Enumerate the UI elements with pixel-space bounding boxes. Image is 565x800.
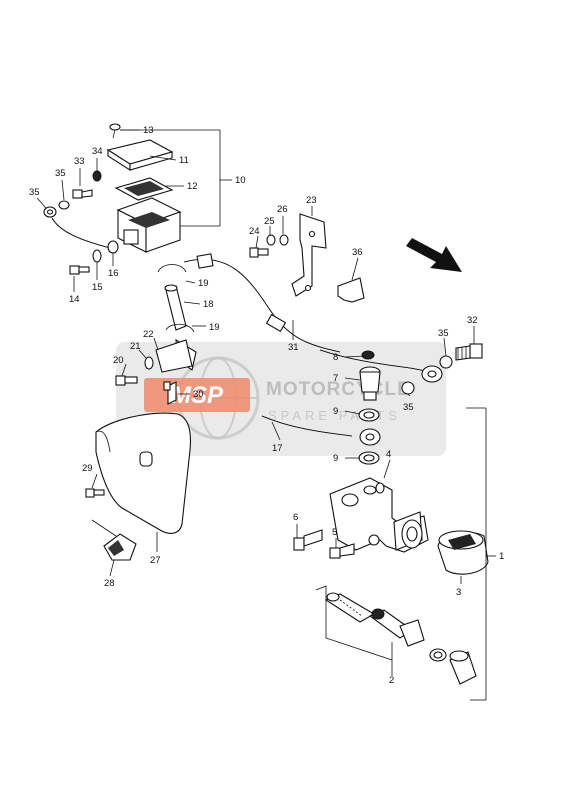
watermark-badge-text: MSP — [171, 382, 224, 409]
hose-17-drawing — [261, 415, 381, 446]
bolt-30-drawing — [163, 381, 177, 405]
callout-7: 7 — [333, 373, 338, 384]
callout-31: 31 — [288, 342, 299, 353]
bolt-6-drawing — [293, 529, 323, 551]
callout-30: 30 — [193, 389, 204, 400]
callout-18: 18 — [203, 299, 214, 310]
bolt-32-drawing — [455, 343, 483, 361]
callout-15: 15 — [92, 282, 103, 293]
bolt-24-drawing — [249, 247, 269, 258]
bracket-23-drawing — [291, 213, 327, 297]
callout-6: 6 — [293, 512, 298, 523]
callout-26: 26 — [277, 204, 288, 215]
callout-9-a: 9 — [333, 406, 338, 417]
callout-19-a: 19 — [198, 278, 209, 289]
reservoir-assembly — [43, 123, 197, 405]
bolt-20-drawing — [115, 375, 138, 386]
callout-13: 13 — [143, 125, 154, 136]
callout-35-a: 35 — [55, 168, 66, 179]
callout-24: 24 — [249, 226, 260, 237]
callout-11: 11 — [179, 155, 189, 166]
callout-35-d: 35 — [403, 402, 414, 413]
diaphragm-drawing — [114, 177, 174, 201]
callout-28: 28 — [104, 578, 115, 589]
callout-27: 27 — [150, 555, 161, 566]
bracket-28-drawing — [91, 519, 137, 561]
cover-27-drawing — [95, 412, 192, 534]
boot-3-drawing — [437, 530, 489, 575]
callout-23: 23 — [306, 195, 317, 206]
master-cylinder-drawing — [329, 477, 429, 553]
reservoir-cap-drawing — [106, 139, 174, 172]
callout-10: 10 — [235, 175, 246, 186]
hose-31-drawing — [183, 253, 341, 353]
callout-33: 33 — [74, 156, 85, 167]
bolt-5-drawing — [329, 543, 355, 559]
callout-12: 12 — [187, 181, 198, 192]
callouts: 13 11 12 10 34 33 35 35 14 15 16 19 18 1… — [29, 125, 504, 686]
callout-2: 2 — [389, 675, 394, 686]
hose-18-drawing — [164, 284, 187, 331]
callout-4: 4 — [386, 449, 391, 460]
assembly-brackets — [120, 129, 496, 701]
bolt-33-drawing — [72, 189, 93, 199]
callout-9-b: 9 — [333, 453, 338, 464]
clutch-hose-drawing — [319, 349, 443, 383]
callout-21: 21 — [130, 341, 141, 352]
callout-1: 1 — [499, 551, 504, 562]
callout-35-b: 35 — [29, 187, 40, 198]
screw-29-drawing — [85, 488, 105, 498]
callout-19-b: 19 — [209, 322, 220, 333]
reservoir-body-drawing — [116, 197, 182, 253]
direction-arrow — [406, 238, 462, 272]
callout-16: 16 — [108, 268, 119, 279]
leader-lines — [36, 129, 475, 584]
callout-20: 20 — [113, 355, 124, 366]
callout-14: 14 — [69, 294, 80, 305]
piston-set-drawing — [324, 592, 477, 685]
clip-36-drawing — [337, 277, 365, 303]
callout-29: 29 — [82, 463, 93, 474]
callout-17: 17 — [272, 443, 283, 454]
callout-3: 3 — [456, 587, 461, 598]
callout-32: 32 — [467, 315, 478, 326]
callout-25: 25 — [264, 216, 275, 227]
callout-8: 8 — [333, 352, 338, 363]
bolt-14-drawing — [69, 265, 90, 275]
callout-35-c: 35 — [438, 328, 449, 339]
callout-5: 5 — [332, 527, 337, 538]
callout-36: 36 — [352, 247, 363, 258]
union-bolt-7-drawing — [359, 366, 381, 401]
watermark-brand: MOTORCYCLE — [266, 379, 411, 400]
screw-13-drawing — [109, 123, 121, 139]
callout-22: 22 — [143, 329, 154, 340]
callout-34: 34 — [92, 146, 103, 157]
